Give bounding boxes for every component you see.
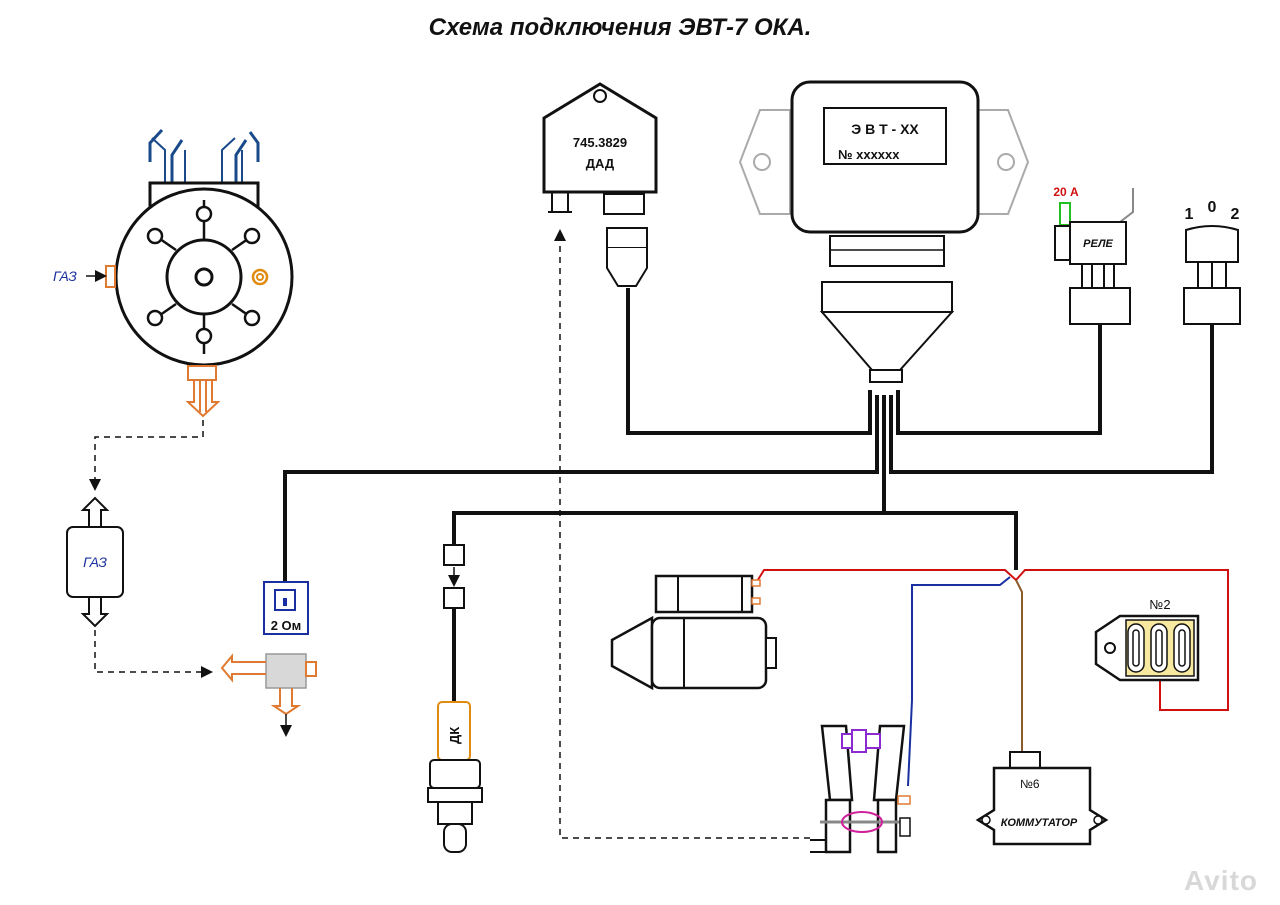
switch-pos-1: 1 bbox=[1185, 206, 1194, 223]
reducer-gas-label: ГАЗ bbox=[53, 268, 77, 284]
switch-pos-0: 0 bbox=[1208, 199, 1217, 216]
vacuum-lines bbox=[89, 229, 810, 839]
commutator bbox=[975, 751, 1109, 846]
starter-motor bbox=[610, 574, 777, 691]
coil-label: №2 bbox=[1149, 597, 1170, 612]
ignition-coil bbox=[1094, 614, 1200, 682]
harness-wires bbox=[283, 288, 1214, 702]
map-sensor-name: ДАД bbox=[586, 156, 615, 171]
map-sensor-part: 745.3829 bbox=[573, 135, 627, 150]
diagram-title: Схема подключения ЭВТ-7 ОКА. bbox=[428, 14, 812, 41]
filter-label: ГАЗ bbox=[83, 554, 107, 570]
gas-valve bbox=[220, 581, 317, 737]
gas-reducer bbox=[86, 128, 294, 418]
ecu-serial: № хххххх bbox=[838, 147, 900, 162]
ecu-unit bbox=[738, 80, 1030, 383]
relay-fuse-rating: 20 А bbox=[1053, 185, 1079, 199]
switch-pos-2: 2 bbox=[1231, 206, 1240, 223]
signal-wires bbox=[755, 569, 1229, 787]
relay-label: РЕЛЕ bbox=[1083, 238, 1113, 250]
map-sensor bbox=[542, 82, 658, 287]
throttle-sensor bbox=[427, 544, 483, 853]
ecu-model: Э В Т - ХХ bbox=[851, 121, 919, 137]
throttle-sensor-label: ДК bbox=[447, 727, 462, 744]
valve-resistance: 2 Ом bbox=[271, 618, 302, 633]
relay bbox=[1054, 188, 1134, 325]
mode-switch bbox=[1183, 225, 1241, 325]
distributor bbox=[810, 724, 911, 854]
gas-filter bbox=[66, 496, 124, 628]
watermark-logo: Avito bbox=[1184, 865, 1258, 896]
commutator-number: №6 bbox=[1020, 777, 1040, 791]
commutator-label: КОММУТАТОР bbox=[1001, 817, 1078, 829]
